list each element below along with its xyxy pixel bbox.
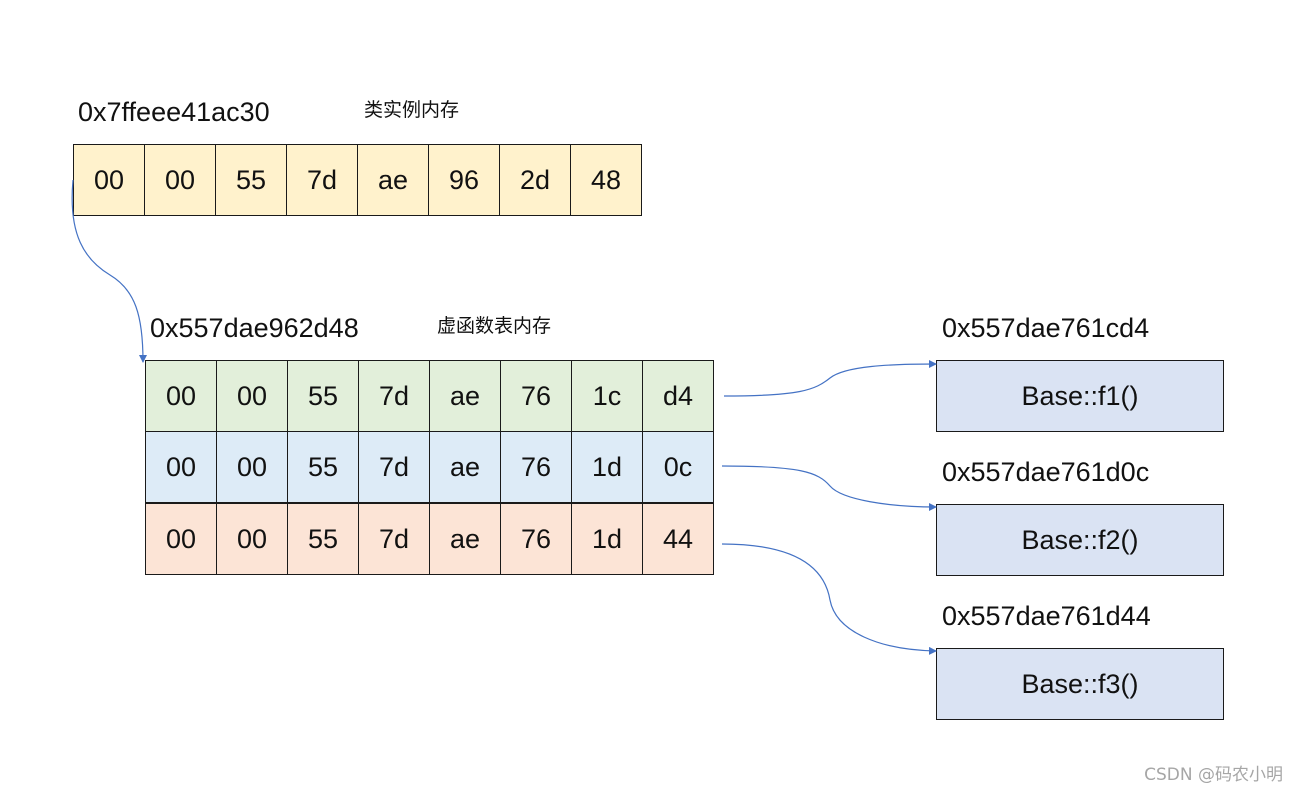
memory-byte-cell: 48 [570,144,642,216]
arrow-vtable-row1-to-f1 [723,360,937,397]
memory-byte-cell: 1d [571,431,643,503]
memory-byte-cell: 55 [287,431,359,503]
memory-byte-cell: ae [429,503,501,575]
memory-byte-cell: 55 [215,144,287,216]
memory-byte-cell: ae [357,144,429,216]
memory-byte-cell: 00 [73,144,145,216]
memory-byte-cell: ae [429,360,501,432]
memory-byte-cell: 55 [287,360,359,432]
memory-byte-cell: 00 [145,431,217,503]
arrow-vtable-row2-to-f2 [721,465,937,511]
function-box-f2: Base::f2() [936,504,1224,576]
memory-byte-cell: d4 [642,360,714,432]
memory-byte-cell: ae [429,431,501,503]
function-label: Base::f3() [1021,668,1139,699]
memory-byte-cell: 1d [571,503,643,575]
memory-byte-cell: 1c [571,360,643,432]
instance-memory-row: 00 00 55 7d ae 96 2d 48 [73,144,642,216]
vtable-caption: 虚函数表内存 [437,315,552,337]
memory-byte-cell: 76 [500,360,572,432]
memory-byte-cell: 7d [358,503,430,575]
function-label: Base::f1() [1021,380,1139,411]
vtable-row-1: 00 00 55 7d ae 76 1c d4 [145,360,714,432]
function-address-1: 0x557dae761cd4 [942,313,1150,343]
memory-byte-cell: 00 [216,360,288,432]
function-address-3: 0x557dae761d44 [942,601,1151,631]
memory-byte-cell: 00 [145,503,217,575]
memory-byte-cell: 44 [642,503,714,575]
instance-address: 0x7ffeee41ac30 [78,97,270,127]
memory-byte-cell: 00 [216,503,288,575]
memory-byte-cell: 76 [500,431,572,503]
memory-byte-cell: 55 [287,503,359,575]
memory-byte-cell: 7d [358,360,430,432]
memory-byte-cell: 0c [642,431,714,503]
instance-caption: 类实例内存 [364,99,460,121]
function-address-2: 0x557dae761d0c [942,457,1150,487]
watermark: CSDN @码农小明 [1144,765,1283,785]
arrow-vtable-row3-to-f3 [721,543,937,655]
function-box-f1: Base::f1() [936,360,1224,432]
memory-byte-cell: 2d [499,144,571,216]
vtable-row-3: 00 00 55 7d ae 76 1d 44 [145,503,714,575]
function-box-f3: Base::f3() [936,648,1224,720]
memory-byte-cell: 96 [428,144,500,216]
function-label: Base::f2() [1021,524,1139,555]
memory-byte-cell: 00 [216,431,288,503]
memory-byte-cell: 7d [358,431,430,503]
vtable-address: 0x557dae962d48 [150,313,359,343]
memory-byte-cell: 00 [145,360,217,432]
vtable-row-2: 00 00 55 7d ae 76 1d 0c [145,431,714,503]
memory-byte-cell: 76 [500,503,572,575]
memory-byte-cell: 7d [286,144,358,216]
memory-byte-cell: 00 [144,144,216,216]
